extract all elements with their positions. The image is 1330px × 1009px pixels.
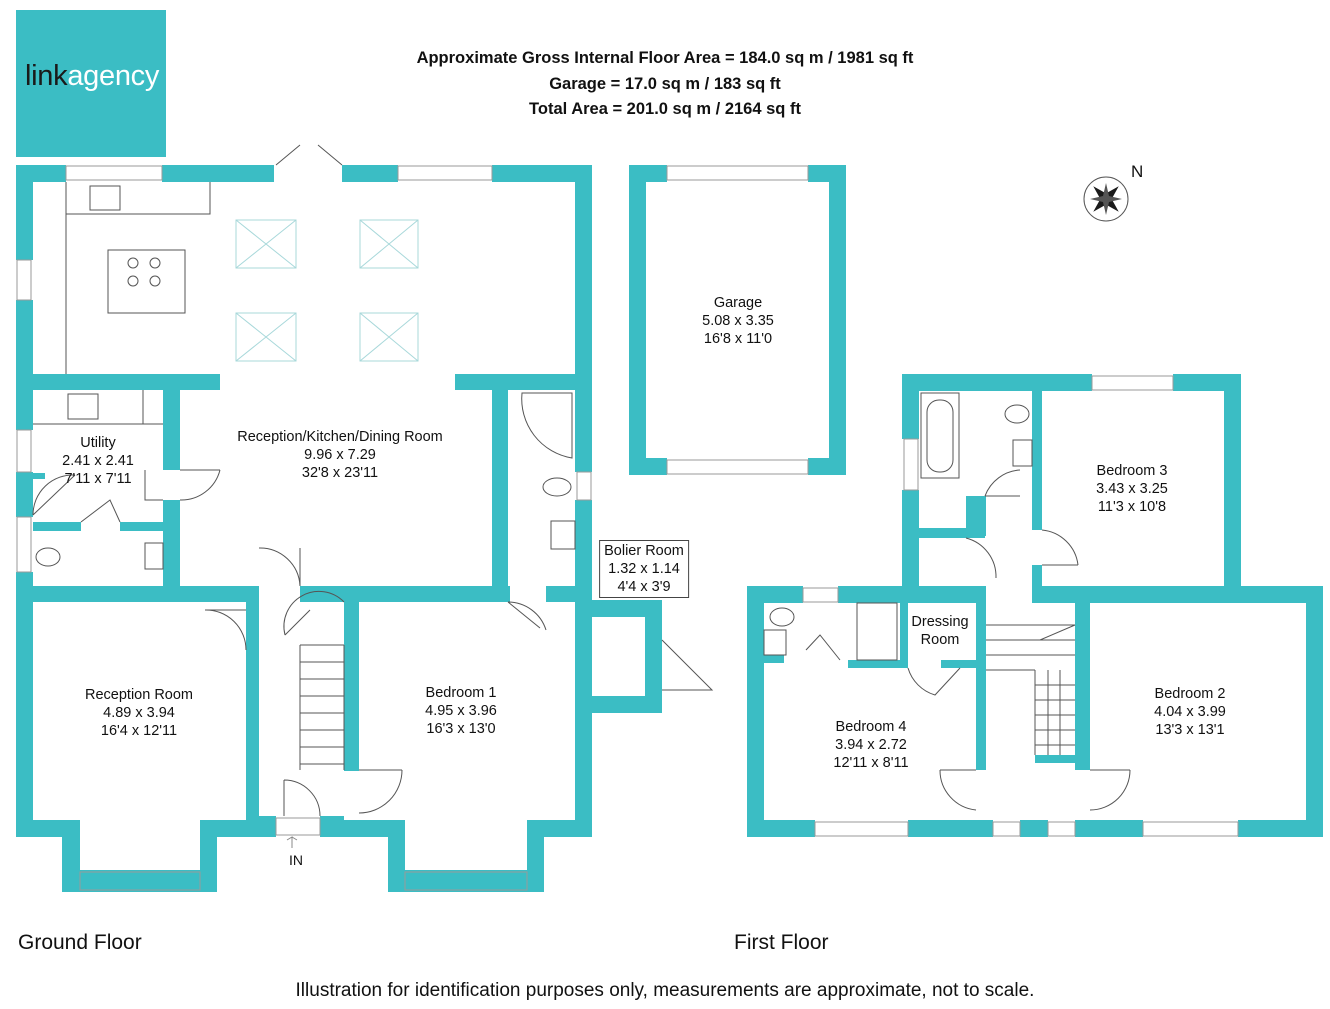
entrance-label: IN bbox=[289, 852, 303, 868]
windows bbox=[16, 165, 1239, 891]
total-area-text: Total Area = 201.0 sq m / 2164 sq ft bbox=[529, 100, 801, 118]
compass-icon bbox=[1083, 176, 1129, 222]
garage-area-text: Garage = 17.0 sq m / 183 sq ft bbox=[549, 75, 781, 93]
logo-text: linkagency bbox=[25, 60, 160, 92]
disclaimer-text: Illustration for identification purposes… bbox=[295, 980, 1035, 1001]
compass-north-label: N bbox=[1131, 162, 1144, 181]
walls bbox=[16, 165, 1323, 892]
logo bbox=[16, 10, 166, 157]
ground-floor-label: Ground Floor bbox=[18, 931, 142, 954]
first-floor-label: First Floor bbox=[734, 931, 829, 954]
gross-area-text: Approximate Gross Internal Floor Area = … bbox=[416, 49, 914, 67]
entrance-arrow-icon bbox=[286, 836, 298, 848]
fixtures bbox=[32, 144, 1131, 817]
